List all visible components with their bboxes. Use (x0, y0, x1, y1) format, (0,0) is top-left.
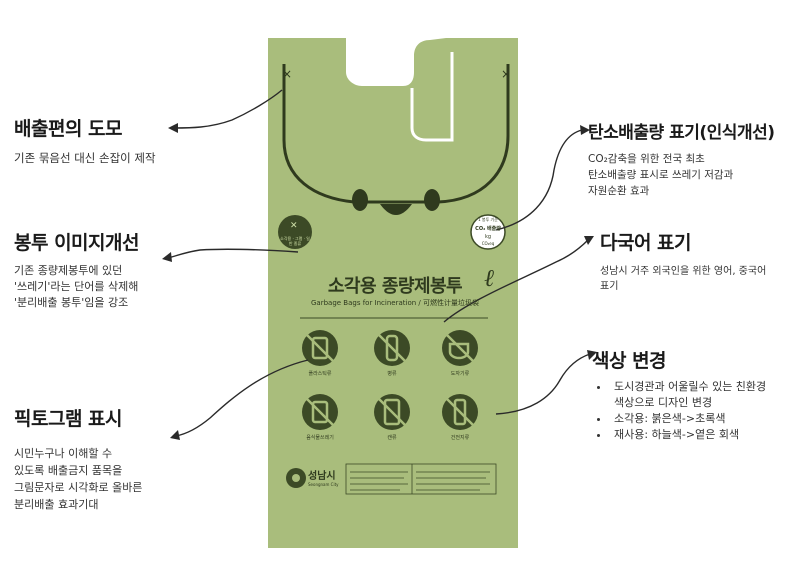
bag-subtitle: Garbage Bags for Incineration / 可燃性计量垃圾袋 (311, 299, 479, 307)
annotation-carbon-text: CO₂감축을 위한 전국 최초 탄소배출량 표시로 쓰레기 저감과 자원순환 효… (588, 153, 734, 197)
co2-badge-mid: CO₂ 배출량 (475, 226, 501, 232)
annotation-color-list: 도시경관과 어울릴수 있는 친환경 색상으로 디자인 변경 소각용: 붉은색->… (592, 379, 792, 443)
co2-badge (470, 214, 506, 250)
annotation-handle: 배출편의 도모 기존 묶음선 대신 손잡이 제작 (14, 114, 174, 167)
annotation-color-title: 색상 변경 (592, 350, 667, 372)
annotation-color: 색상 변경 도시경관과 어울릴수 있는 친환경 색상으로 디자인 변경 소각용:… (592, 346, 792, 443)
annotation-image-text: 기존 종량제봉투에 있던 '쓰레기'라는 단어를 삭제해 '분리배출 봉투'임을… (14, 264, 139, 309)
svg-text:×: × (501, 67, 511, 81)
co2-badge-note: CO₂eq (481, 241, 495, 246)
annotation-image-title: 봉투 이미지개선 (14, 232, 139, 254)
left-badge-text: 소각용 · 그램 · 일반 종류 (280, 236, 310, 246)
annotation-handle-title: 배출편의 도모 (14, 118, 123, 140)
pictogram-label-bottle: 병류 (387, 371, 397, 377)
annotation-multilang: 다국어 표기 성남시 거주 외국인을 위한 영어, 중국어 표기 (600, 228, 796, 294)
left-eye (352, 189, 368, 211)
pictogram-label-ceramic: 도자기류 (450, 371, 470, 377)
smile (380, 204, 412, 215)
annotation-multilang-title: 다국어 표기 (600, 232, 692, 254)
co2-badge-unit: kg (484, 234, 492, 240)
callout-arrows (167, 89, 591, 437)
co2-badge-top: 1 봉투 기준 (478, 217, 498, 222)
annotation-image: 봉투 이미지개선 기존 종량제봉투에 있던 '쓰레기'라는 단어를 삭제해 '분… (14, 228, 174, 311)
annotation-color-item: 도시경관과 어울릴수 있는 친환경 색상으로 디자인 변경 (610, 379, 792, 411)
city-logo-en: Seongnam City (308, 482, 339, 487)
annotation-carbon-title: 탄소배출량 표기(인식개선) (588, 123, 775, 143)
pictogram-label-battery: 건전지류 (450, 435, 470, 441)
annotation-pictogram-title: 픽토그램 표시 (14, 408, 123, 430)
pictogram-label-plastic: 플라스틱류 (308, 371, 332, 377)
bag-title: 소각용 종량제봉투 (327, 276, 463, 297)
right-eye (424, 189, 440, 211)
city-logo-name: 성남시 (308, 471, 336, 482)
annotation-pictogram: 픽토그램 표시 시민누구나 이해할 수 있도록 배출금지 품목을 그림문자로 시… (14, 404, 184, 513)
left-badge (278, 215, 312, 249)
pictogram-label-can: 캔류 (387, 435, 397, 441)
annotation-handle-text: 기존 묶음선 대신 손잡이 제작 (14, 151, 156, 165)
annotation-multilang-text: 성남시 거주 외국인을 위한 영어, 중국어 표기 (600, 266, 767, 292)
svg-text:×: × (282, 67, 292, 81)
handle-curve (282, 64, 510, 204)
annotation-color-item: 소각용: 붉은색->초록색 (610, 411, 792, 427)
info-box (345, 463, 497, 495)
bag-letter: ℓ (484, 264, 494, 292)
annotation-carbon: 탄소배출량 표기(인식개선) CO₂감축을 위한 전국 최초 탄소배출량 표시로… (588, 118, 798, 199)
svg-text:✕: ✕ (290, 221, 298, 231)
handle-slit (410, 52, 454, 142)
annotation-color-item: 재사용: 하늘색->옅은 회색 (610, 427, 792, 443)
pictogram-label-food: 음식물쓰레기 (306, 435, 334, 441)
annotation-pictogram-text: 시민누구나 이해할 수 있도록 배출금지 품목을 그림문자로 시각화로 올바른 … (14, 447, 143, 511)
